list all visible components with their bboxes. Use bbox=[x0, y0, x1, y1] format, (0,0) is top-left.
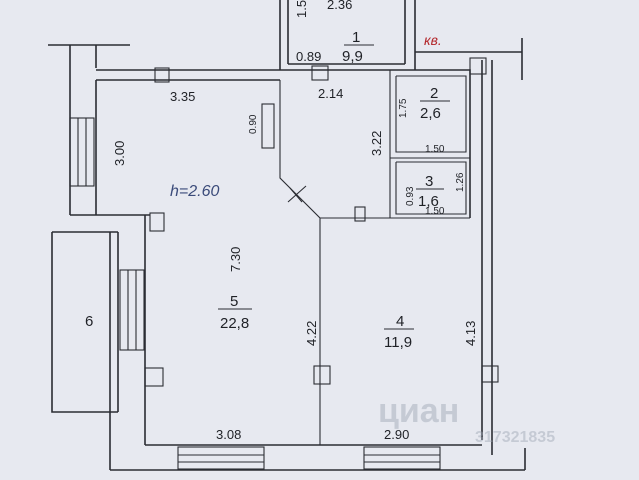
room-3-number: 3 bbox=[425, 173, 433, 190]
room-4-number: 4 bbox=[396, 313, 404, 330]
watermark-brand: циан bbox=[378, 392, 459, 430]
room-2-area: 2,6 bbox=[420, 105, 441, 122]
door-frame-090 bbox=[261, 103, 275, 149]
room-6-number: 6 bbox=[85, 313, 93, 330]
column-center-low bbox=[313, 365, 331, 385]
dim-214: 2.14 bbox=[318, 86, 343, 101]
dim-308: 3.08 bbox=[216, 427, 241, 442]
dim-300: 3.00 bbox=[112, 141, 127, 166]
dim-175: 1.75 bbox=[398, 98, 409, 118]
room-2-number: 2 bbox=[430, 85, 438, 102]
room-1-area: 9,9 bbox=[342, 48, 363, 65]
room-4-area: 11,9 bbox=[384, 334, 412, 351]
dim-150b: 1.50 bbox=[425, 206, 445, 217]
room-3-label: 3 1,6 bbox=[416, 173, 444, 210]
window-left-upper bbox=[69, 117, 95, 187]
room-1-label: 1 9,9 bbox=[342, 29, 374, 65]
dim-top-154: 1.54 bbox=[294, 0, 309, 18]
door-swing-mark-2 bbox=[287, 185, 307, 203]
partitions bbox=[279, 70, 470, 445]
dim-290: 2.90 bbox=[384, 427, 409, 442]
partition-room5-diagonal bbox=[279, 80, 321, 445]
dim-093: 0.93 bbox=[405, 186, 416, 206]
room-5-number: 5 bbox=[230, 293, 238, 310]
apartment-note: кв. bbox=[424, 32, 442, 48]
column-top-left bbox=[154, 67, 170, 83]
dim-413: 4.13 bbox=[463, 321, 478, 346]
column-left-mid bbox=[149, 212, 165, 232]
door-frame-room4 bbox=[354, 206, 366, 222]
dim-126: 1.26 bbox=[455, 172, 466, 192]
dim-room1-089: 0.89 bbox=[296, 49, 321, 64]
room3-inner bbox=[395, 161, 467, 215]
wall-balcony-outline bbox=[51, 232, 118, 413]
room-1-number: 1 bbox=[352, 29, 360, 46]
walls bbox=[48, 0, 526, 471]
room-5-label: 5 22,8 bbox=[218, 293, 252, 332]
windows bbox=[69, 117, 441, 470]
column-top-right bbox=[469, 57, 487, 75]
ceiling-height: h=2.60 bbox=[170, 183, 219, 200]
dim-150a: 1.50 bbox=[425, 144, 445, 155]
column-left-low bbox=[144, 367, 164, 387]
column-top-mid bbox=[311, 65, 329, 81]
dim-730: 7.30 bbox=[228, 247, 243, 272]
columns bbox=[144, 57, 499, 387]
room-5-area: 22,8 bbox=[220, 315, 249, 332]
dim-422: 4.22 bbox=[304, 321, 319, 346]
watermark-code: 317321835 bbox=[475, 429, 555, 446]
room-2-label: 2 2,6 bbox=[420, 85, 450, 122]
dim-top-236: 2.36 bbox=[327, 0, 352, 12]
window-bottom-left bbox=[177, 446, 265, 470]
dim-090: 0.90 bbox=[248, 114, 259, 134]
dim-335: 3.35 bbox=[170, 89, 195, 104]
dim-322: 3.22 bbox=[369, 131, 384, 156]
window-left-lower bbox=[119, 269, 145, 351]
room2-inner bbox=[395, 75, 467, 153]
column-right-low bbox=[481, 365, 499, 383]
window-bottom-right bbox=[363, 446, 441, 470]
room-3-area: 1,6 bbox=[418, 193, 439, 210]
room-4-label: 4 11,9 bbox=[384, 313, 414, 351]
